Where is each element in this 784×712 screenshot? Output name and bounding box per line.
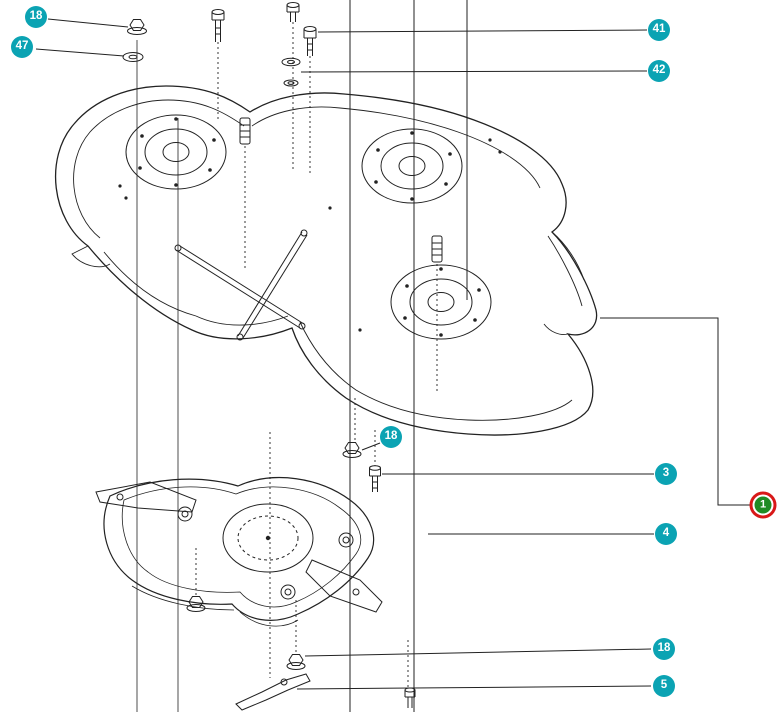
flange-nut-middle: [342, 442, 362, 458]
flange-nut-bottom-left: [186, 596, 206, 612]
fasteners: [122, 2, 416, 711]
bolt-bottom: [404, 687, 416, 708]
callout-4[interactable]: 4: [655, 523, 677, 545]
flange-nut-bottom-right: [286, 654, 306, 670]
callout-18-bottom[interactable]: 18: [653, 638, 675, 660]
callout-18-top-left[interactable]: 18: [25, 6, 47, 28]
blade-carrier-drawing: [95, 477, 383, 627]
washer-42-upper: [281, 57, 301, 67]
callout-leader-lines: [35, 18, 750, 690]
spring-stud-left: [239, 117, 251, 145]
bolt-41: [303, 26, 317, 56]
spring-stud-right: [431, 235, 443, 263]
bolt-top-center: [211, 9, 225, 42]
bolt-top-b: [286, 2, 300, 22]
callout-1-assembly[interactable]: 1: [752, 494, 774, 516]
callout-42[interactable]: 42: [648, 60, 670, 82]
flange-nut-top-left: [127, 19, 147, 35]
blade-bottom: [235, 673, 311, 711]
washer-42-lower: [283, 79, 299, 87]
callout-3[interactable]: 3: [655, 463, 677, 485]
bolt-3: [369, 465, 381, 492]
callout-5[interactable]: 5: [653, 675, 675, 697]
washer-top-left: [122, 52, 144, 62]
callout-47[interactable]: 47: [11, 36, 33, 58]
deck-bolt-holes: [118, 117, 502, 337]
mower-deck-drawing: [55, 85, 598, 436]
assembly-axis-lines: [195, 22, 438, 687]
construction-lines: [136, 0, 468, 712]
callout-18-middle[interactable]: 18: [380, 426, 402, 448]
callout-41[interactable]: 41: [648, 19, 670, 41]
